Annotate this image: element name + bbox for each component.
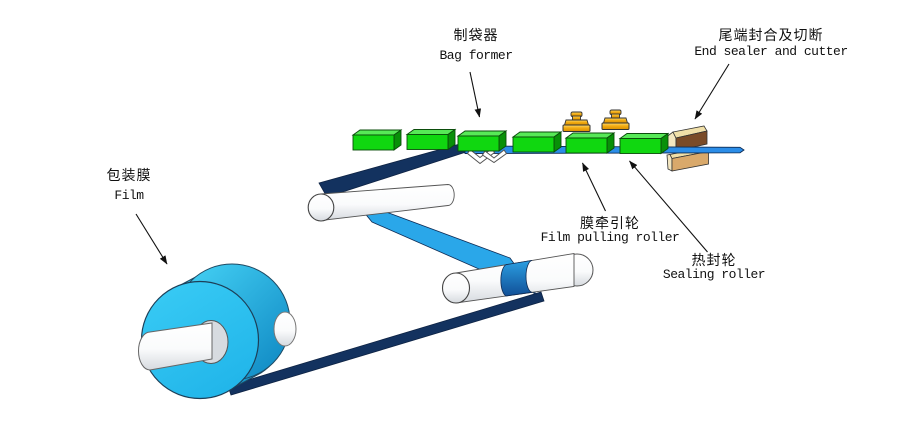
leader-arrow-film (135, 213, 168, 265)
label-film-pulling-roller: 膜牵引轮 Film pulling roller (541, 217, 680, 245)
guide-roller-lower (441, 252, 594, 304)
label-film-en: Film (114, 188, 144, 203)
film-wrap-on-roller (500, 260, 533, 297)
pulling-roller-block (406, 129, 456, 150)
pulling-roller-block (352, 129, 402, 151)
bag-former (466, 147, 508, 165)
leader-arrow-film-pulling-roller (582, 162, 606, 212)
label-end-sealer: 尾端封合及切断 End sealer and cutter (694, 28, 848, 60)
label-film-pulling-roller-zh: 膜牵引轮 (579, 216, 640, 232)
label-bag-former: 制袋器 Bag former (439, 27, 513, 65)
leader-arrow-end-sealer (694, 63, 730, 120)
label-sealing-roller-en: Sealing roller (662, 267, 766, 282)
guide-roller-lower-end-cap (441, 272, 471, 304)
sealing-roller-block (619, 133, 669, 154)
film-web-unwind (227, 291, 545, 396)
leader-arrow-bag-former (469, 71, 482, 118)
film-roll-shaft-far-end (273, 311, 297, 347)
film-pulling-roller-block (565, 132, 615, 154)
label-film-pulling-roller-en: Film pulling roller (540, 230, 680, 245)
leader-arrow-sealing-roller (629, 160, 708, 253)
label-bag-former-en: Bag former (439, 48, 513, 63)
guide-roller-upper-end-cap (307, 193, 335, 222)
heat-presser (562, 111, 591, 132)
label-film: 包装膜 Film (107, 166, 152, 206)
label-end-sealer-en: End sealer and cutter (694, 44, 848, 59)
leader-arrows (135, 63, 730, 265)
guide-roller-upper (307, 184, 455, 222)
end-sealer-top-jaw (666, 125, 708, 152)
film-roll-shaft (138, 322, 213, 371)
label-sealing-roller-zh: 热封轮 (691, 253, 737, 269)
label-film-zh: 包装膜 (106, 168, 152, 184)
pulling-roller-block (512, 131, 562, 153)
film-roll (138, 263, 297, 400)
label-end-sealer-zh: 尾端封合及切断 (718, 28, 824, 44)
pulling-roller-block (457, 130, 507, 152)
label-sealing-roller: 热封轮 Sealing roller (662, 253, 766, 282)
label-bag-former-zh: 制袋器 (453, 28, 499, 44)
heat-presser (601, 109, 630, 130)
